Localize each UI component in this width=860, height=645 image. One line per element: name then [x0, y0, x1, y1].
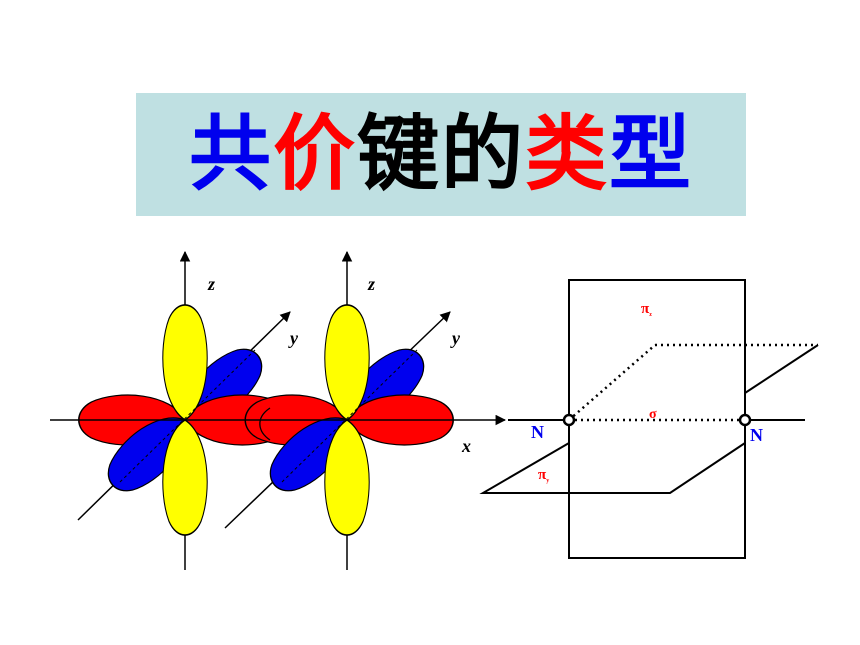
sigma-label: σ	[649, 407, 657, 422]
z-label-left: z	[207, 274, 215, 294]
y-label-left: y	[288, 328, 299, 348]
overlap-curl	[259, 407, 271, 441]
title-banner: 共 价 键 的 类 型	[136, 93, 746, 216]
atom-right-nucleus	[738, 413, 752, 427]
z-label-right: z	[367, 274, 375, 294]
pi-z-label: πz	[641, 301, 652, 318]
vertical-plane	[568, 279, 746, 559]
title-char-3: 键	[356, 106, 441, 202]
title-char-4: 的	[441, 106, 526, 202]
orbital-left: z y	[77, 250, 299, 570]
hidden-edge-slant	[568, 344, 656, 421]
title-char-5: 类	[525, 106, 610, 202]
x-label: x	[461, 436, 471, 456]
bond-planes-diagram: N N πz πy σ	[479, 279, 819, 559]
title-char-6: 型	[609, 106, 694, 202]
atom-left-label: N	[531, 422, 544, 442]
horizontal-plane	[479, 442, 746, 494]
y-label-right: y	[450, 328, 461, 348]
atom-left-nucleus	[562, 413, 576, 427]
title-char-2: 价	[272, 106, 357, 202]
title-char-1: 共	[188, 106, 273, 202]
atom-right-label: N	[750, 425, 763, 445]
orbital-right: z y	[224, 250, 461, 570]
pi-y-label: πy	[538, 467, 549, 484]
